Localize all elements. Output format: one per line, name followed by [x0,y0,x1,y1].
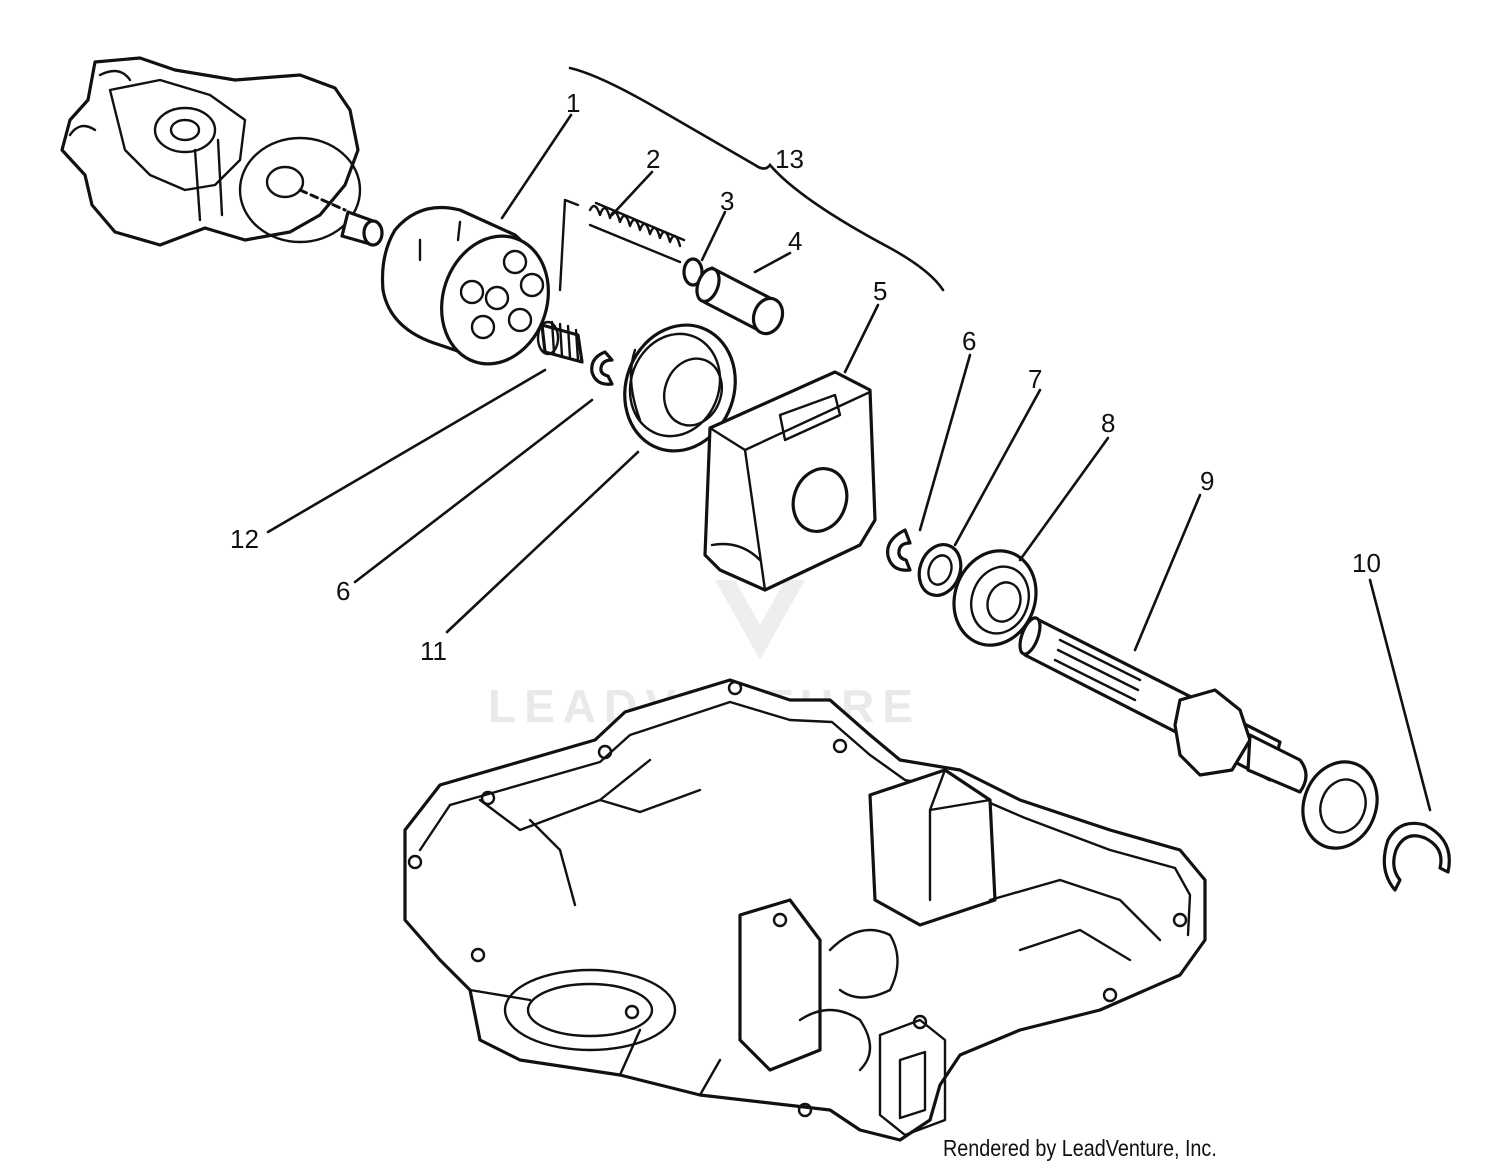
shaft-part-9 [1018,616,1379,850]
callout-12: 12 [230,524,259,554]
cylinder-block [380,205,550,366]
spring [558,198,686,292]
callout-6-left: 6 [336,576,350,606]
callout-5: 5 [873,276,887,306]
leader-lines [266,113,1432,812]
coil-spring-part-12 [536,320,584,364]
clip-part-6-left [590,350,614,386]
pin [340,210,384,247]
callout-labels: 1 2 3 4 5 6 7 8 9 10 11 12 6 13 [230,88,1381,666]
callout-1: 1 [566,88,580,118]
callout-9: 9 [1200,466,1214,496]
callout-6-right: 6 [962,326,976,356]
lower-case [403,678,1207,1142]
pump-housing [60,56,362,247]
bearing-part-8 [952,549,1038,647]
callout-11: 11 [420,636,447,666]
washer-part-7 [917,543,963,597]
piston [695,266,785,336]
callout-7: 7 [1028,364,1042,394]
callout-13: 13 [775,144,804,174]
swash-block [703,370,877,592]
assembly-13-bracket [568,66,945,292]
callout-3: 3 [720,186,734,216]
clip-part-6-right [886,528,912,572]
callout-2: 2 [646,144,660,174]
callout-10: 10 [1352,548,1381,578]
callout-4: 4 [788,226,802,256]
retaining-ring-part-10 [1382,821,1451,892]
callout-8: 8 [1101,408,1115,438]
render-credit: Rendered by LeadVenture, Inc. [943,1135,1217,1161]
ring-part-3 [682,257,704,287]
thrust-plate [623,323,737,453]
